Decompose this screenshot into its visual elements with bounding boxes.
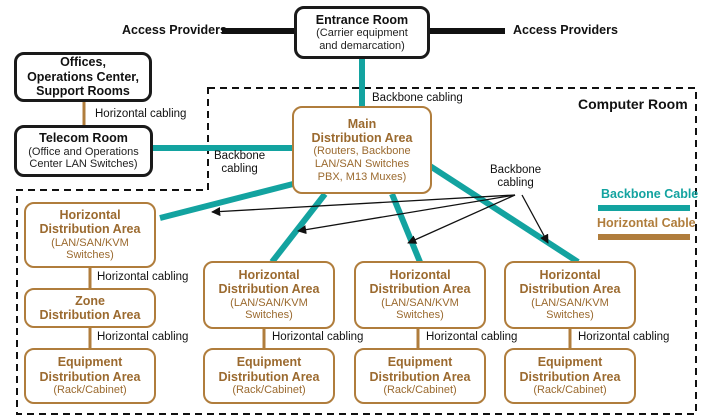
eda4-box: Equipment Distribution Area (Rack/Cabine… xyxy=(504,348,636,404)
hda1-sub: (LAN/SAN/KVM Switches) xyxy=(51,236,129,262)
horizontal-cabling-hda4-label: Horizontal cabling xyxy=(578,331,670,343)
entrance-room-sub: (Carrier equipment and demarcation) xyxy=(316,27,408,52)
telecom-room-title: Telecom Room xyxy=(39,131,128,146)
mda-sub: (Routers, Backbone LAN/SAN Switches PBX,… xyxy=(313,145,411,183)
eda1-sub: (Rack/Cabinet) xyxy=(53,384,127,397)
hda1-title: Horizontal Distribution Area xyxy=(39,207,141,237)
mda-box: Main Distribution Area (Routers, Backbon… xyxy=(292,106,432,194)
hda2-title: Horizontal Distribution Area xyxy=(218,267,320,297)
hda3-box: Horizontal Distribution Area (LAN/SAN/KV… xyxy=(354,261,486,329)
eda4-title: Equipment Distribution Area xyxy=(519,355,621,384)
eda3-box: Equipment Distribution Area (Rack/Cabine… xyxy=(354,348,486,404)
eda1-box: Equipment Distribution Area (Rack/Cabine… xyxy=(24,348,156,404)
entrance-room-title: Entrance Room xyxy=(315,12,409,27)
legend-backbone-label: Backbone Cable xyxy=(601,187,699,201)
hda4-title: Horizontal Distribution Area xyxy=(519,267,621,297)
offices-title: Offices, Operations Center, Support Room… xyxy=(27,55,139,99)
access-providers-left-label: Access Providers xyxy=(122,23,227,37)
hda3-sub: (LAN/SAN/KVM Switches) xyxy=(381,296,459,322)
zda-title: Zone Distribution Area xyxy=(39,293,141,322)
backbone-mda-hda1 xyxy=(159,181,294,221)
arrow-to-hda4-cable xyxy=(521,194,549,244)
hda2-sub: (LAN/SAN/KVM Switches) xyxy=(230,296,308,322)
eda2-title: Equipment Distribution Area xyxy=(218,355,320,384)
computer-room-label: Computer Room xyxy=(578,96,688,112)
hda4-box: Horizontal Distribution Area (LAN/SAN/KV… xyxy=(504,261,636,329)
eda2-box: Equipment Distribution Area (Rack/Cabine… xyxy=(203,348,335,404)
offices-box: Offices, Operations Center, Support Room… xyxy=(14,52,152,102)
horizontal-cabling-hda2-label: Horizontal cabling xyxy=(272,331,364,343)
arrow-to-hda2-cable xyxy=(297,194,516,235)
arrow-to-hda3-cable xyxy=(407,194,516,244)
hda3-title: Horizontal Distribution Area xyxy=(369,267,471,297)
hda2-box: Horizontal Distribution Area (LAN/SAN/KV… xyxy=(203,261,335,329)
horizontal-cabling-hda1-label: Horizontal cabling xyxy=(97,271,189,283)
legend-horizontal-label: Horizontal Cable xyxy=(597,216,696,230)
zda-box: Zone Distribution Area xyxy=(24,288,156,328)
eda1-title: Equipment Distribution Area xyxy=(39,355,141,384)
arrow-to-hda1-cable xyxy=(211,194,516,217)
eda3-title: Equipment Distribution Area xyxy=(369,355,471,384)
eda4-sub: (Rack/Cabinet) xyxy=(533,384,607,397)
computer-room-boundary xyxy=(16,87,697,415)
eda3-sub: (Rack/Cabinet) xyxy=(383,384,457,397)
telecom-room-box: Telecom Room (Office and Operations Cent… xyxy=(14,125,153,177)
access-providers-right-label: Access Providers xyxy=(513,23,618,37)
backbone-cabling-right-label: Backbone cabling xyxy=(490,164,542,190)
telecom-room-sub: (Office and Operations Center LAN Switch… xyxy=(28,145,139,171)
horizontal-cabling-telecom-label: Horizontal cabling xyxy=(95,108,187,120)
hda4-sub: (LAN/SAN/KVM Switches) xyxy=(531,296,609,322)
horizontal-cabling-zda-label: Horizontal cabling xyxy=(97,331,189,343)
hda1-box: Horizontal Distribution Area (LAN/SAN/KV… xyxy=(24,202,156,268)
entrance-room-box: Entrance Room (Carrier equipment and dem… xyxy=(294,6,430,59)
horizontal-cabling-hda3-label: Horizontal cabling xyxy=(426,331,518,343)
mda-title: Main Distribution Area xyxy=(311,116,413,146)
backbone-cabling-left-label: Backbone cabling xyxy=(214,150,266,176)
backbone-cabling-top-label: Backbone cabling xyxy=(372,92,463,104)
eda2-sub: (Rack/Cabinet) xyxy=(232,384,306,397)
backbone-mda-hda4 xyxy=(428,163,580,265)
backbone-mda-hda3 xyxy=(389,192,423,264)
